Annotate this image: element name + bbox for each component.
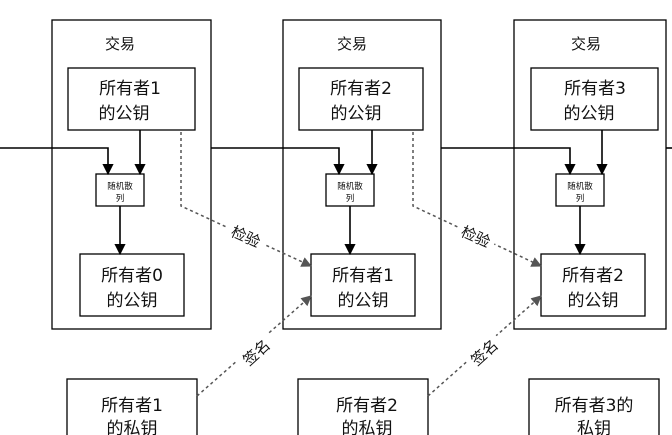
private-key-2-line2: 的私钥 [342,419,393,435]
previous-owner-public-key-box [310,253,416,317]
hash-line1: 随机散 [567,181,593,192]
dashed-connectors [180,132,542,397]
transaction-title: 交易 [571,35,601,53]
transaction-3: 交易 所有者3 的公钥 随机散 列 所有者2 的公钥 [513,19,667,330]
verify-label-background [223,217,269,255]
owner-public-key-line2: 的公钥 [99,104,150,124]
private-key-box-3 [528,378,660,435]
solid-connectors [0,130,672,256]
owner-public-key-line1: 所有者1 [99,79,161,99]
verify-arrow-1 [180,132,312,267]
private-key-box-1 [66,378,198,435]
hash-box [555,173,605,207]
owner-public-key-line2: 的公钥 [564,104,615,124]
owner-public-key-box [67,67,196,131]
transaction-frame [51,19,212,330]
hash-line1: 随机散 [107,181,133,192]
sign-label-background [461,330,507,374]
transaction-frame [282,19,442,330]
private-key-3-line1: 所有者3的 [555,396,634,416]
sign-arrow-2 [427,295,542,397]
previous-owner-public-key-line2: 的公钥 [568,291,619,311]
previous-owner-public-key-line2: 的公钥 [338,291,389,311]
transaction-2: 交易 所有者2 的公钥 随机散 列 所有者1 的公钥 [282,19,442,330]
chain-arrow-into-hash-2 [211,147,345,176]
connector-labels: 检验 检验 签名 签名 [223,217,507,374]
owner-public-key-line2: 的公钥 [331,104,382,124]
sign-arrow-1 [196,295,312,397]
private-key-1-line1: 所有者1 [101,396,163,416]
owner-public-key-box [530,67,659,131]
previous-owner-public-key-line1: 所有者1 [332,266,394,286]
owner-public-key-box [298,67,424,131]
private-key-box-2 [297,378,429,435]
transaction-frame [513,19,667,330]
previous-owner-public-key-line1: 所有者2 [562,266,624,286]
hash-line2: 列 [576,193,585,204]
transaction-1: 交易 所有者1 的公钥 随机散 列 所有者0 的公钥 [51,19,212,330]
verify-arrow-2 [412,132,542,267]
hash-line1: 随机散 [337,181,363,192]
sign-label-background [233,330,279,374]
private-key-2-line1: 所有者2 [336,396,398,416]
private-key-3-line2: 私钥 [577,419,611,435]
chain-arrow-into-hash-3 [441,147,576,176]
private-key-1-line2: 的私钥 [107,419,158,435]
previous-owner-public-key-line1: 所有者0 [101,266,163,286]
private-keys: 所有者1 的私钥 所有者2 的私钥 所有者3的 私钥 [66,378,660,435]
owner-public-key-line1: 所有者2 [330,79,392,99]
transaction-title: 交易 [337,35,367,53]
previous-owner-public-key-box [540,253,646,317]
transaction-title: 交易 [105,35,135,53]
owner-public-key-line1: 所有者3 [564,79,626,99]
verify-label-background [453,217,499,255]
chain-arrow-into-hash-1 [0,147,114,176]
previous-owner-public-key-line2: 的公钥 [107,291,158,311]
hash-line2: 列 [116,193,125,204]
hash-line2: 列 [346,193,355,204]
previous-owner-public-key-box [79,253,185,317]
